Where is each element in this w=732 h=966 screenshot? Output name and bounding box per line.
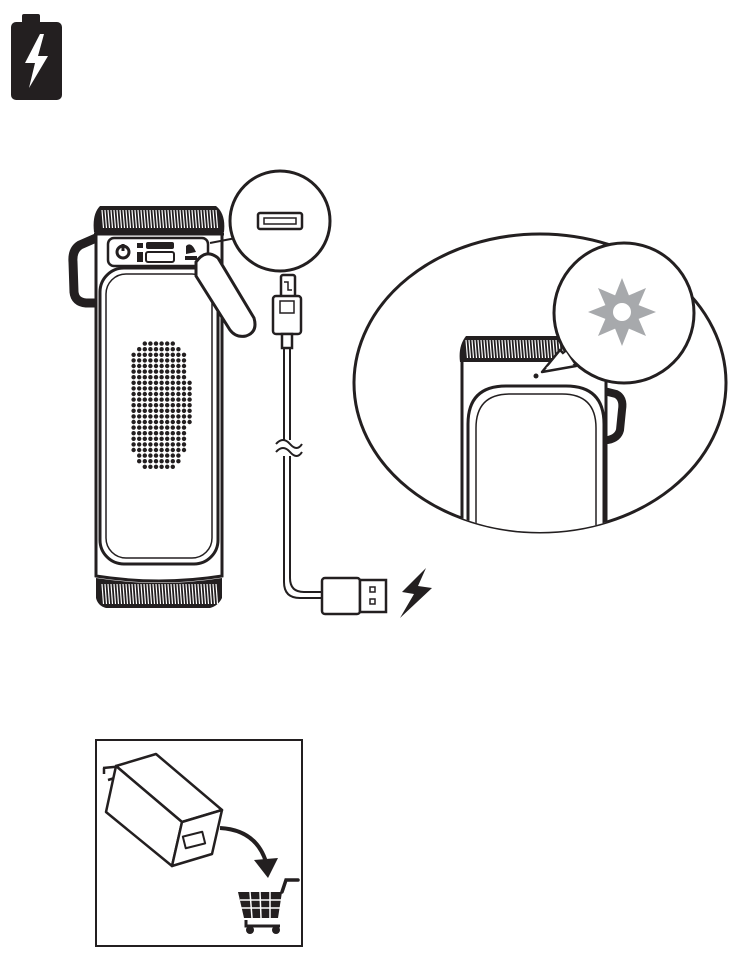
usb-cable	[271, 273, 388, 616]
charging-led	[533, 373, 539, 379]
cable-break-mark	[275, 439, 303, 457]
speaker-port-strip	[106, 236, 210, 268]
speaker	[68, 206, 257, 608]
curved-arrow-icon	[219, 826, 268, 863]
usb-port-magnifier	[209, 169, 332, 273]
led-glow-icon	[588, 278, 656, 346]
lightning-bolt-icon	[400, 568, 432, 618]
battery-charging-icon	[11, 14, 62, 100]
speaker-body	[94, 230, 224, 583]
speaker-front-panel	[98, 266, 220, 566]
charging-indicator-zoom	[352, 232, 728, 534]
speaker-strap	[68, 233, 98, 308]
usb-port-icon	[256, 211, 304, 231]
speaker-grille	[131, 341, 192, 469]
port-cover-flap	[194, 252, 257, 338]
wall-adapter-panel	[95, 739, 303, 947]
speaker-top-cap	[93, 206, 225, 236]
usb-a-plug	[320, 576, 362, 616]
wall-adapter	[104, 752, 224, 868]
speaker-bottom-cap	[96, 578, 222, 608]
shopping-cart-icon	[238, 878, 300, 934]
